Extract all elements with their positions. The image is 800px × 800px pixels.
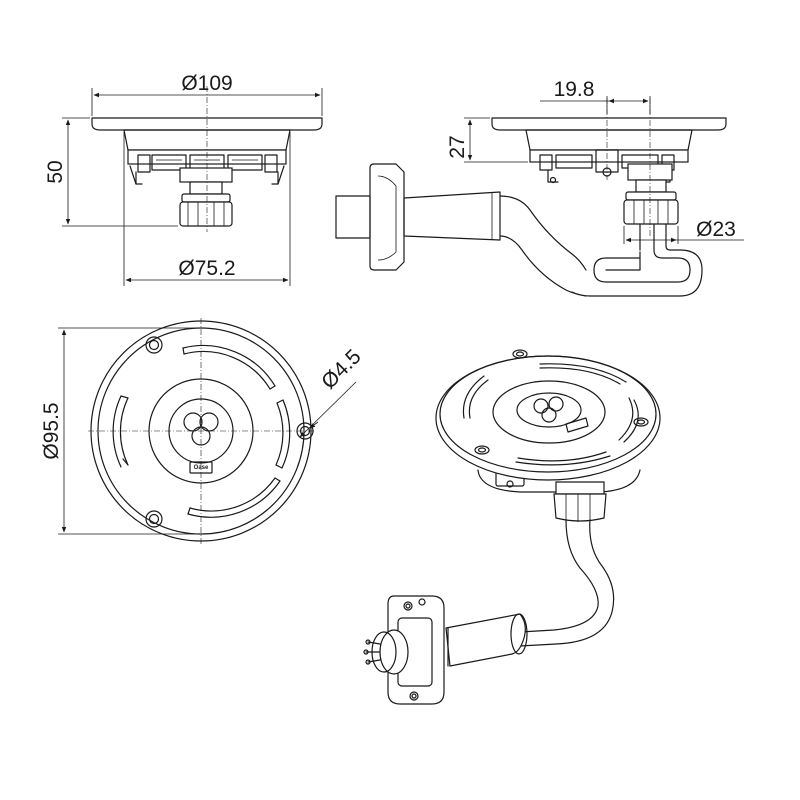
side-view: 19.8 27 Ø23	[335, 78, 744, 297]
mounting-slots	[112, 344, 291, 518]
dim-diameter-23: Ø23	[696, 218, 736, 241]
cable-gland	[179, 193, 233, 227]
dim-height-50: 50	[44, 160, 67, 183]
top-view: Oase Ø95.5 Ø4.5	[40, 318, 366, 544]
dim-diameter-4-5: Ø4.5	[317, 345, 365, 393]
svg-text:Oase: Oase	[194, 465, 209, 471]
cable	[571, 223, 703, 297]
dim-offset-19-8: 19.8	[554, 78, 595, 101]
dim-diameter-75-2: Ø75.2	[178, 257, 235, 280]
dim-diameter-95-5: Ø95.5	[40, 402, 63, 459]
iso-cable-gland	[553, 481, 607, 522]
iso-plug-connector	[363, 595, 528, 705]
iso-cable	[519, 519, 615, 647]
dim-diameter-109: Ø109	[181, 72, 232, 95]
plug-connector	[335, 163, 587, 297]
dim-height-27: 27	[446, 135, 469, 158]
front-view: Ø109 50 Ø75.2	[44, 72, 323, 286]
isometric-view	[363, 349, 661, 705]
